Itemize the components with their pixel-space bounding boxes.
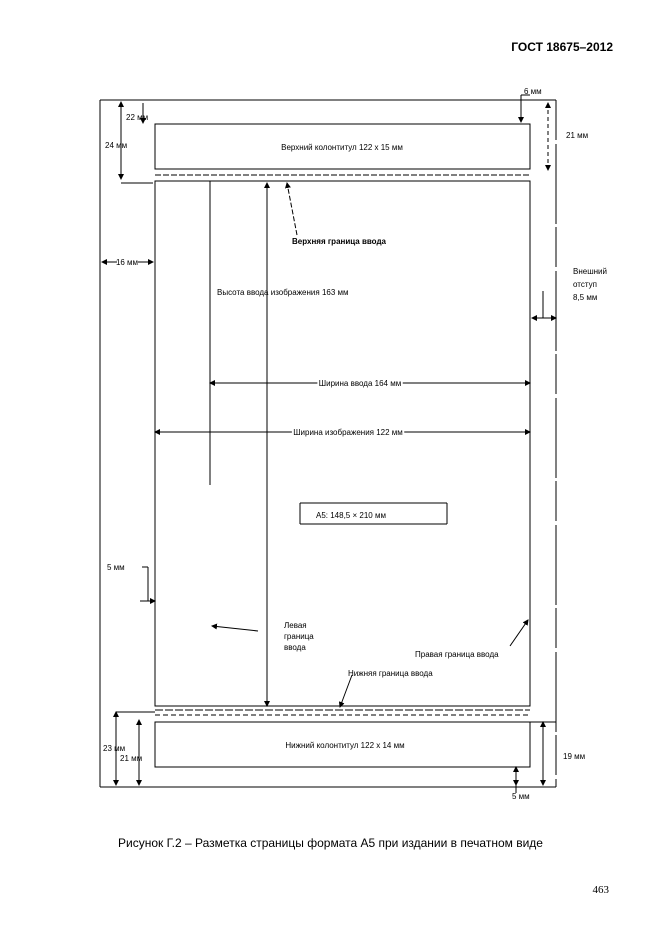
label-outer-indent-2: отступ [573,280,597,289]
label-21mm-right: 21 мм [566,131,588,140]
label-right-limit: Правая граница ввода [415,650,499,659]
label-format: А5: 148,5 × 210 мм [316,511,386,520]
label-left-limit-1: Левая [284,621,307,630]
right-limit-pointer [509,619,529,647]
label-24mm: 24 мм [105,141,127,150]
label-5mm-left: 5 мм [107,563,125,572]
page-number: 463 [592,884,610,896]
left-limit-pointer [211,623,259,632]
label-upper-limit: Верхняя граница ввода [292,237,387,246]
label-5mm-bottom: 5 мм [512,792,530,801]
image-area-box [154,180,531,707]
footer-area-box [154,721,531,768]
label-23mm: 23 мм [103,744,125,753]
label-footer-box: Нижний колонтитул 122 x 14 мм [285,741,404,750]
label-outer-indent-3: 8,5 мм [573,293,597,302]
label-lower-limit: Нижняя граница ввода [348,669,433,678]
label-left-limit-2: граница [284,632,314,641]
label-outer-indent-1: Внешний [573,267,607,276]
label-6mm: 6 мм [524,87,542,96]
label-image-height: Высота ввода изображения 163 мм [217,288,349,297]
label-left-limit-3: ввода [284,643,306,652]
upper-limit-pointer [284,182,298,236]
label-header-box: Верхний колонтитул 122 x 15 мм [281,143,403,152]
label-input-width: Ширина ввода 164 мм [319,379,401,388]
lower-limit-pointer [338,674,353,708]
label-21mm-bottom: 21 мм [120,754,142,763]
label-image-width: Ширина изображения 122 мм [293,428,403,437]
label-22mm: 22 мм [126,113,148,122]
document-code: ГОСТ 18675–2012 [511,40,613,54]
figure-caption: Рисунок Г.2 – Разметка страницы формата … [118,836,543,850]
header-area-box [154,123,531,170]
label-16mm: 16 мм [116,258,138,267]
label-19mm: 19 мм [563,752,585,761]
